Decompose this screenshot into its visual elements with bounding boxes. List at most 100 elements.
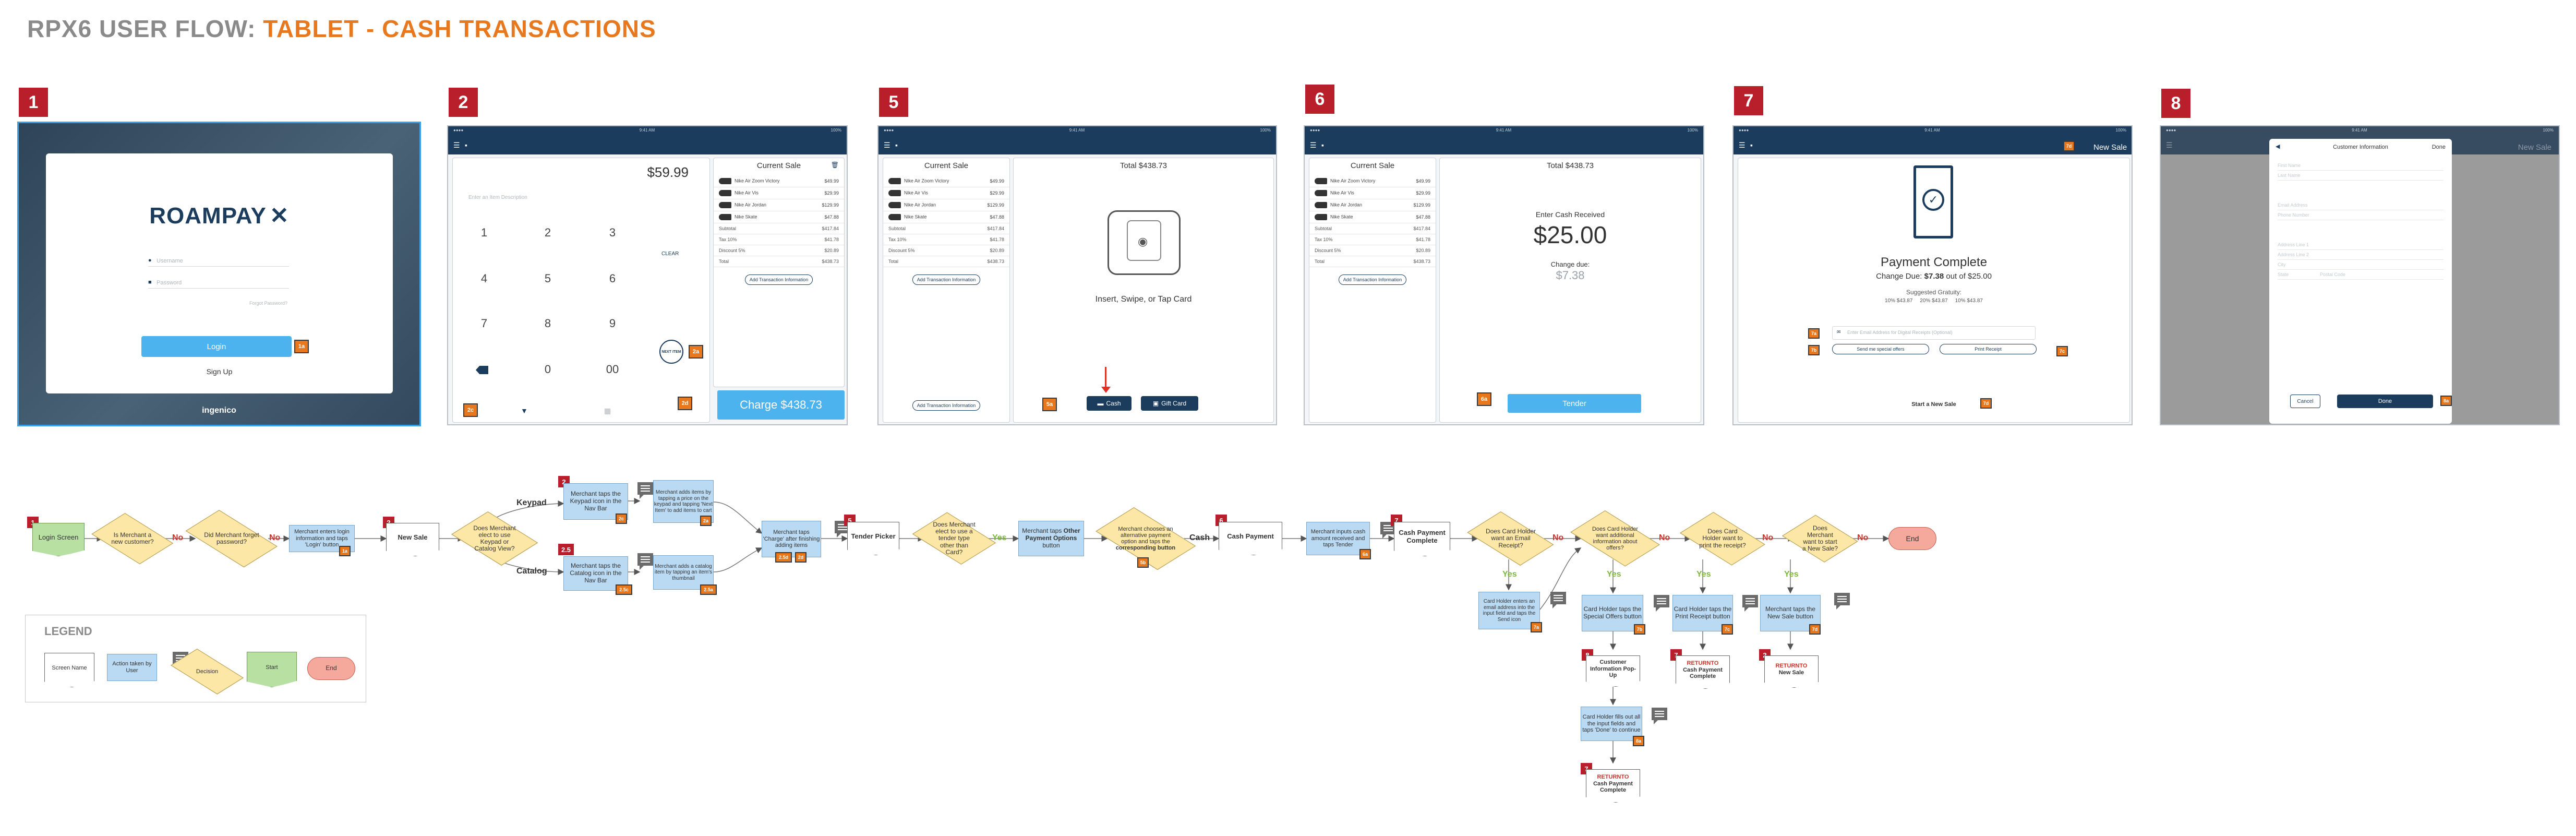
forgot-password-link[interactable]: Forgot Password? — [249, 301, 288, 306]
menu-icon[interactable]: ☰ — [884, 141, 890, 149]
sale-item[interactable]: Nike Skate$47.88 — [714, 211, 844, 223]
gift-card-button[interactable]: ▣Gift Card — [1141, 396, 1198, 411]
screen-badge-2: 2 — [449, 88, 478, 117]
sale-item[interactable]: Nike Air Vis$29.99 — [883, 187, 1009, 199]
sale-item[interactable]: Nike Air Zoom Victory$49.99 — [714, 175, 844, 187]
flow-label-no-2: No — [269, 533, 281, 542]
legend-start: Start — [247, 652, 297, 687]
add-transaction-info-button[interactable]: Add Transaction Information — [1338, 274, 1407, 285]
sale-item[interactable]: Nike Air Jordan$129.99 — [1309, 199, 1436, 211]
password-field[interactable]: ■Password — [148, 278, 289, 289]
comment-icon — [637, 553, 653, 570]
menu-icon[interactable]: ☰ — [453, 141, 460, 149]
key-5[interactable]: 5 — [544, 272, 551, 285]
catalog-tab-icon[interactable]: ▦ — [604, 407, 611, 415]
sale-item[interactable]: Nike Air Zoom Victory$49.99 — [883, 175, 1009, 187]
total-row: Total$438.73 — [1309, 256, 1436, 267]
new-sale-link[interactable]: New Sale — [2093, 143, 2127, 152]
sale-item[interactable]: Nike Air Vis$29.99 — [1309, 187, 1436, 199]
add-transaction-info-button[interactable]: Add Transaction Information — [912, 274, 981, 285]
key-7[interactable]: 7 — [480, 317, 488, 330]
last-name-field[interactable]: Last Name — [2278, 171, 2443, 181]
flow-action-other-payment: Merchant taps Other Payment Options butt… — [1018, 521, 1084, 556]
done-button[interactable]: Done — [2337, 395, 2433, 408]
tax-row: Tax 10%$41.78 — [883, 234, 1009, 245]
cancel-button[interactable]: Cancel — [2290, 395, 2320, 408]
key-0[interactable]: 0 — [544, 363, 551, 376]
logo-text: ROAMPAY — [149, 203, 267, 229]
gratuity-options[interactable]: 10% $43.87 20% $43.87 10% $43.87 — [1885, 298, 1983, 304]
key-8[interactable]: 8 — [544, 317, 551, 330]
add-transaction-info-button[interactable]: Add Transaction Information — [744, 274, 813, 285]
modal-title: Customer Information — [2333, 144, 2388, 150]
sale-item[interactable]: Nike Air Vis$29.99 — [714, 187, 844, 199]
city-field[interactable]: City — [2278, 260, 2443, 270]
keypad-amount: $59.99 — [647, 164, 689, 180]
login-button[interactable]: Login — [141, 336, 292, 357]
key-3[interactable]: 3 — [609, 226, 616, 239]
key-2[interactable]: 2 — [544, 226, 551, 239]
address-line-1-field[interactable]: Address Line 1 — [2278, 240, 2443, 250]
screen-badge-1: 1 — [19, 88, 48, 117]
flow-decision-new-sale: Does Merchant want to start a New Sale? — [1782, 515, 1858, 563]
add-transaction-info-button-bottom[interactable]: Add Transaction Information — [912, 400, 981, 411]
keypad-tab-icon[interactable]: ▼ — [521, 407, 528, 415]
scanner-icon[interactable]: ▪ — [465, 141, 467, 149]
state-field[interactable]: State — [2278, 272, 2289, 277]
key-9[interactable]: 9 — [609, 317, 616, 330]
backspace-icon[interactable] — [476, 366, 488, 374]
flow-badge-2-5: 2.5 — [558, 544, 574, 555]
key-00[interactable]: 00 — [606, 363, 619, 376]
back-chevron-icon[interactable]: ◀ — [2276, 144, 2280, 150]
sale-item[interactable]: Nike Air Jordan$129.99 — [714, 199, 844, 211]
flow-callout-7b: 7b — [1634, 624, 1645, 635]
sale-item[interactable]: Nike Skate$47.88 — [883, 211, 1009, 223]
current-sale-title: Current Sale — [924, 161, 969, 170]
flow-callout-2-5c: 2.5c — [616, 584, 632, 595]
phone-field[interactable]: Phone Number — [2278, 210, 2443, 220]
start-new-sale-link[interactable]: Start a New Sale — [1911, 401, 1956, 408]
print-receipt-button[interactable]: Print Receipt — [1940, 344, 2037, 357]
key-6[interactable]: 6 — [609, 272, 616, 285]
callout-2a: 2a — [689, 345, 703, 359]
shoe-icon — [719, 178, 731, 184]
card-reader-icon: ◉ — [1108, 210, 1181, 275]
postal-code-field[interactable]: Postal Code — [2320, 272, 2346, 277]
checkmark-icon: ✓ — [1922, 189, 1944, 211]
menu-icon[interactable]: ☰ — [1310, 141, 1317, 149]
email-input[interactable]: ✉Enter Email Address for Digital Receipt… — [1832, 326, 2036, 340]
address-line-2-field[interactable]: Address Line 2 — [2278, 250, 2443, 260]
flow-decision-email-receipt: Does Card Holder want an Email Receipt? — [1467, 511, 1555, 566]
receipt-icon: ✓ — [1913, 165, 1953, 238]
tender-button[interactable]: Tender — [1508, 394, 1641, 413]
modal-done-top[interactable]: Done — [2431, 144, 2446, 150]
key-4[interactable]: 4 — [480, 272, 488, 285]
clear-key[interactable]: CLEAR — [661, 251, 679, 257]
cash-button[interactable]: ▬Cash — [1087, 396, 1131, 411]
send-icon[interactable]: ✉ — [1837, 329, 1841, 335]
scanner-icon[interactable]: ▪ — [895, 141, 898, 149]
sale-item[interactable]: Nike Skate$47.88 — [1309, 211, 1436, 223]
sale-item[interactable]: Nike Air Zoom Victory$49.99 — [1309, 175, 1436, 187]
sale-item[interactable]: Nike Air Jordan$129.99 — [883, 199, 1009, 211]
flow-label-no-info: No — [1659, 533, 1670, 542]
scanner-icon[interactable]: ▪ — [1750, 141, 1753, 149]
next-item-key[interactable]: NEXT ITEM — [659, 340, 683, 364]
username-field[interactable]: ●Username — [148, 256, 289, 267]
payment-complete-heading: Payment Complete — [1880, 255, 1988, 269]
scanner-icon[interactable]: ▪ — [1321, 141, 1324, 149]
trash-icon[interactable]: 🗑 — [830, 161, 839, 169]
charge-button[interactable]: Charge $438.73 — [717, 390, 845, 420]
first-name-field[interactable]: First Name — [2278, 161, 2443, 171]
cash-received-amount[interactable]: $25.00 — [1533, 221, 1607, 248]
email-field[interactable]: Email Address — [2278, 200, 2443, 210]
sign-up-link[interactable]: Sign Up — [206, 367, 233, 376]
menu-icon[interactable]: ☰ — [1739, 141, 1746, 149]
special-offers-button[interactable]: Send me special offers — [1832, 344, 1929, 357]
item-description-input[interactable]: Enter an Item Description — [468, 195, 527, 200]
key-1[interactable]: 1 — [480, 226, 488, 239]
